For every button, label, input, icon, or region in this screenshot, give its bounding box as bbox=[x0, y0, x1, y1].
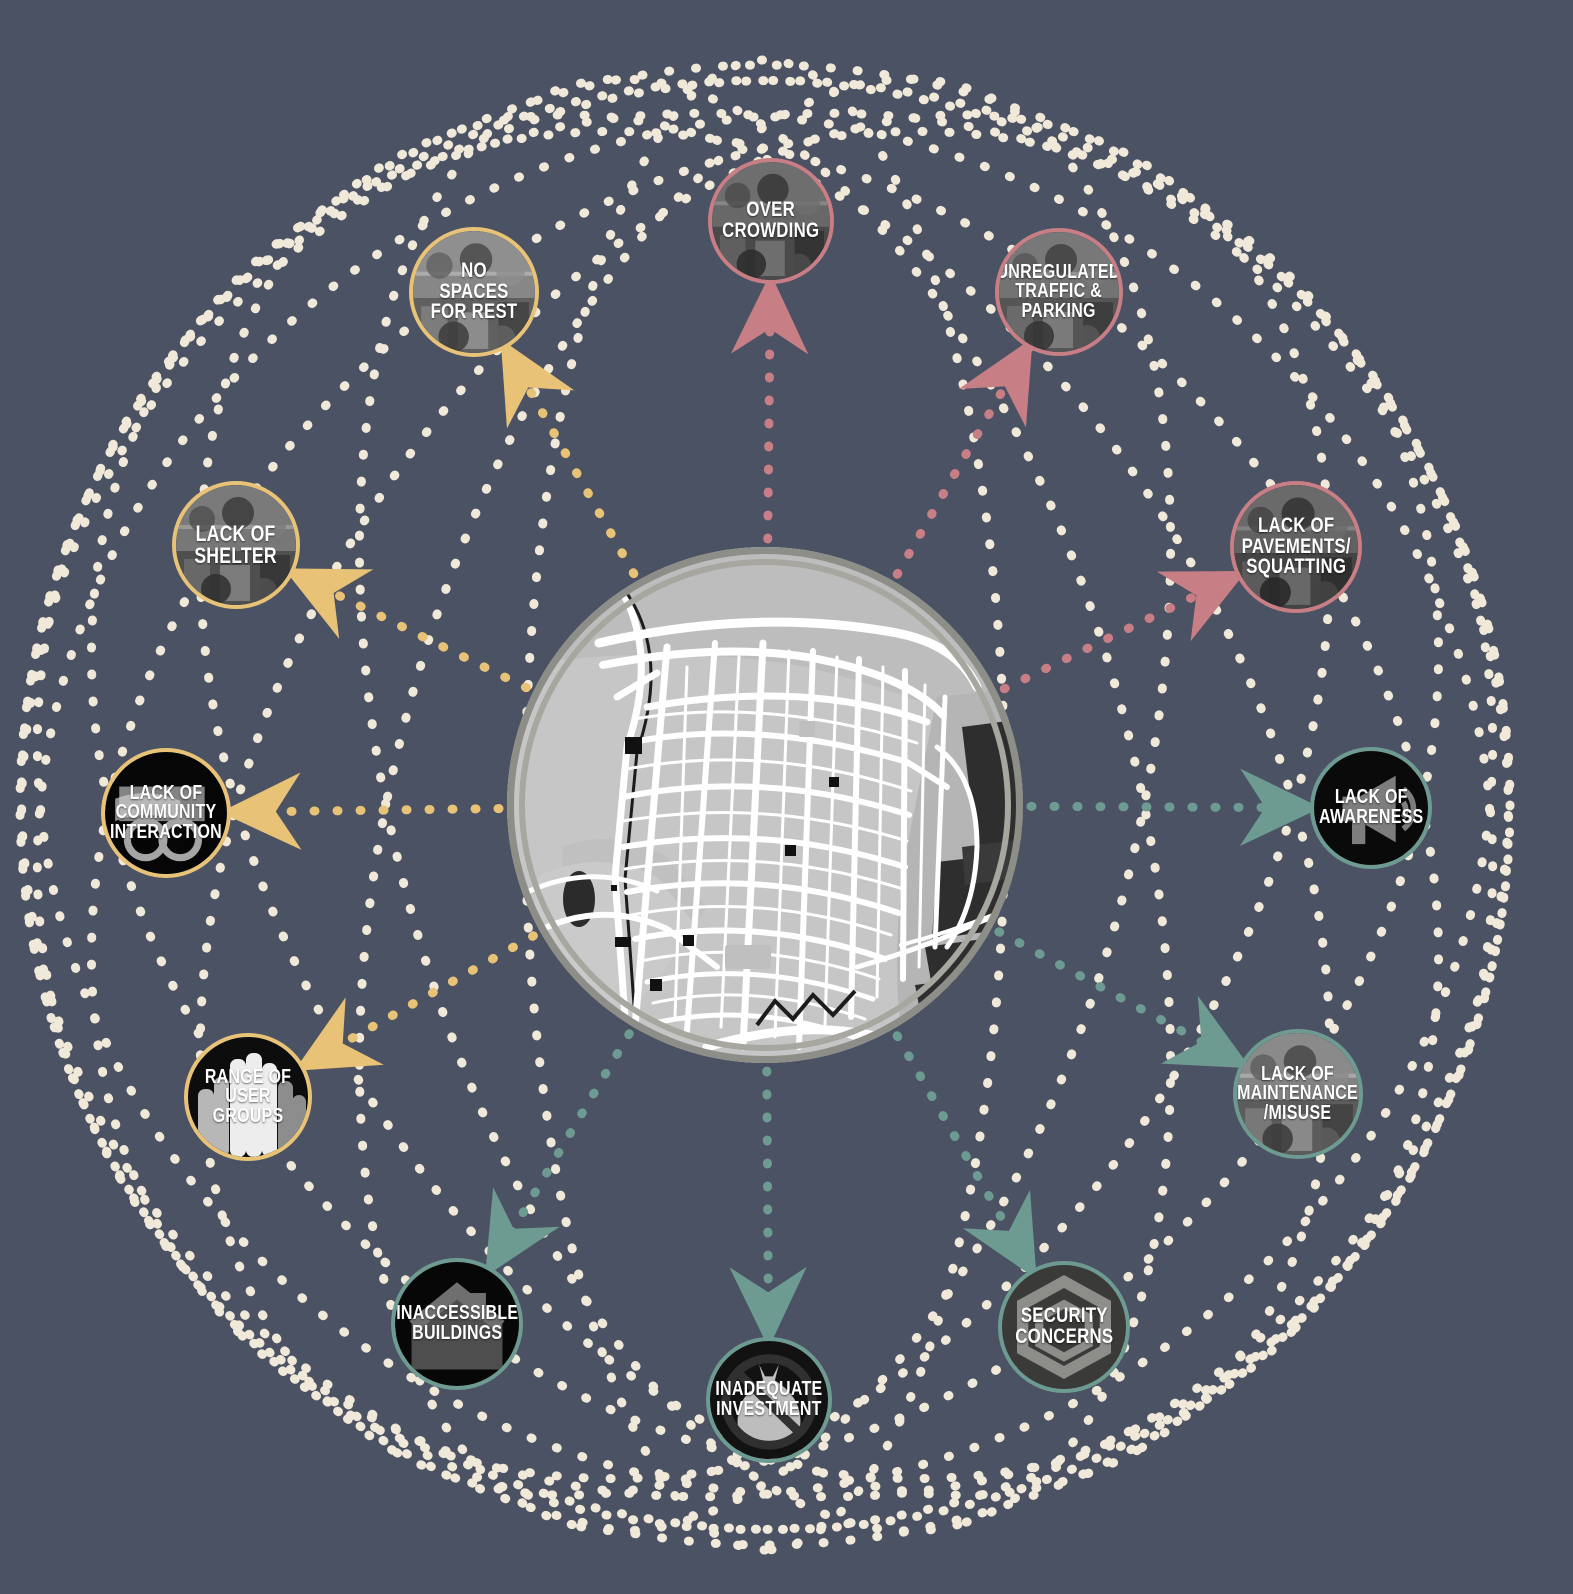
map-outer-ring bbox=[507, 547, 1023, 1063]
node-label-line: BUILDINGS bbox=[411, 1322, 503, 1344]
node-label-line: OVER bbox=[746, 198, 796, 222]
no-money-bag-icon bbox=[710, 1341, 828, 1459]
orbit-ellipse bbox=[15, 60, 1515, 1550]
node-label-line: COMMUNITY bbox=[115, 801, 217, 824]
node-label-line: INVESTMENT bbox=[716, 1398, 822, 1420]
conn-lack-of-community-interaction bbox=[219, 772, 504, 850]
node-label-line: CONCERNS bbox=[1014, 1325, 1114, 1348]
node-label-line: LACK OF bbox=[129, 781, 203, 804]
node-label-line: PARKING bbox=[1021, 299, 1097, 322]
conn-inaccessible-buildings bbox=[485, 1029, 634, 1277]
node-label-line: SQUATTING bbox=[1246, 555, 1346, 579]
conn-security-concerns bbox=[892, 1031, 1037, 1280]
masks-icon bbox=[105, 752, 227, 874]
node-label-line: INTERACTION bbox=[110, 820, 222, 843]
conn-lack-of-pavements-squatting bbox=[999, 571, 1247, 694]
node-label-line: RANGE OF bbox=[204, 1065, 292, 1088]
conn-unregulated-traffic-parking bbox=[892, 337, 1033, 579]
node-label-line: TRAFFIC & bbox=[1015, 280, 1103, 303]
node-label-line: LACK OF bbox=[1261, 1062, 1335, 1085]
rubble-photo bbox=[1237, 1033, 1359, 1155]
conn-lack-of-awareness bbox=[1026, 768, 1322, 847]
node-label-line: PAVEMENTS/ bbox=[1241, 534, 1351, 558]
node-label-line: USER GROUPS bbox=[212, 1085, 284, 1127]
conn-no-spaces-for-rest bbox=[500, 338, 639, 579]
node-label-line: LACK OF bbox=[1334, 786, 1408, 809]
megaphone-icon bbox=[1314, 751, 1428, 865]
city-map-circle[interactable] bbox=[507, 547, 1023, 1063]
shield-icon bbox=[1002, 1265, 1126, 1389]
node-label-line: AWARENESS bbox=[1318, 806, 1424, 828]
node-label-line: INADEQUATE bbox=[715, 1378, 823, 1401]
node-label-line: INACCESSIBLE bbox=[396, 1302, 519, 1325]
node-label-line: SHELTER bbox=[194, 543, 278, 568]
node-label-line: NO SPACES bbox=[439, 259, 509, 303]
orbit-ellipse bbox=[520, 55, 1010, 1555]
house-icon bbox=[395, 1262, 519, 1386]
street-crowd-photo bbox=[712, 162, 830, 280]
orbit-ellipse bbox=[354, 74, 1176, 1536]
conn-lack-of-shelter bbox=[283, 568, 531, 693]
node-label-line: UNREGULATED bbox=[996, 260, 1122, 283]
node-label-line: FOR REST bbox=[430, 300, 518, 324]
node-label-line: LACK OF bbox=[196, 521, 276, 547]
conn-inadequate-investment bbox=[729, 1066, 807, 1349]
conn-over-crowding bbox=[730, 272, 809, 544]
node-label-line: MAINTENANCE bbox=[1237, 1082, 1359, 1105]
node-label-line: SECURITY bbox=[1020, 1304, 1108, 1328]
conn-lack-of-maintenance-misuse bbox=[994, 927, 1251, 1069]
node-label-line: /MISUSE bbox=[1264, 1101, 1332, 1124]
node-label-line: LACK OF bbox=[1257, 514, 1335, 538]
conn-range-of-user-groups bbox=[294, 931, 538, 1071]
node-label-line: CROWDING bbox=[722, 219, 820, 242]
orbit-ellipse bbox=[354, 74, 1176, 1536]
